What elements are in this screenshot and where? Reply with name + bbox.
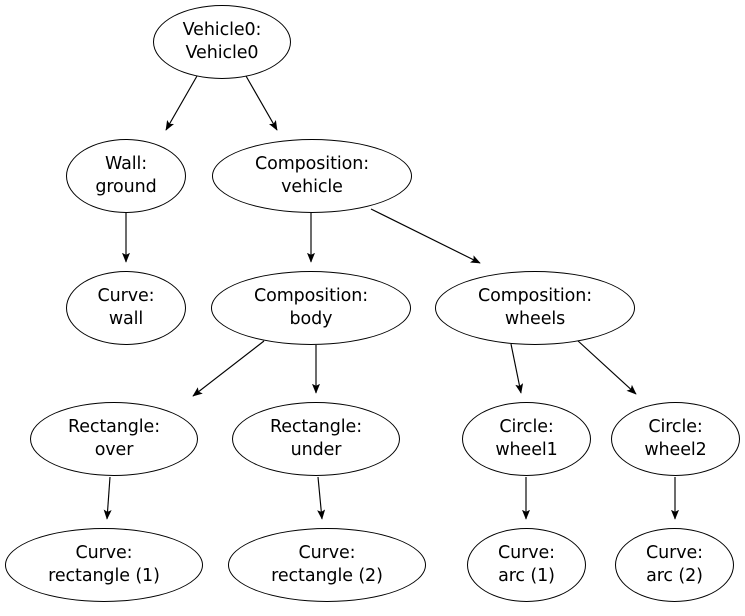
node-label-type: Rectangle:	[67, 417, 161, 438]
graph-node-composition-body[interactable]: Composition:body	[211, 271, 411, 345]
graph-node-composition-vehicle[interactable]: Composition:vehicle	[212, 139, 412, 213]
graph-edge-composition-body-to-rectangle-over	[192, 340, 265, 397]
node-label-type: Composition:	[254, 286, 368, 307]
graph-node-curve-rectangle-1[interactable]: Curve:rectangle (1)	[5, 528, 203, 602]
node-label-type: Circle:	[499, 417, 554, 438]
node-label-name: over	[94, 440, 134, 460]
graph-node-rectangle-over[interactable]: Rectangle:over	[30, 402, 198, 476]
graph-edge-composition-wheels-to-circle-wheel2	[576, 339, 637, 395]
node-label-name: Vehicle0	[185, 43, 259, 63]
graph-edge-composition-wheels-to-circle-wheel1	[510, 343, 524, 394]
node-label-name: arc (1)	[498, 566, 555, 586]
graph-node-curve-arc-2[interactable]: Curve:arc (2)	[615, 528, 734, 602]
node-label-type: Curve:	[298, 543, 356, 564]
graph-node-rectangle-under[interactable]: Rectangle:under	[232, 402, 400, 476]
node-label-type: Curve:	[498, 543, 555, 564]
graph-edge-vehicle0-to-composition-vehicle	[245, 75, 278, 131]
node-label-name: ground	[95, 177, 157, 197]
node-label-type: Curve:	[646, 543, 703, 564]
node-label-name: wheels	[504, 309, 566, 329]
graph-edge-rectangle-over-to-curve-rectangle-1	[103, 476, 112, 520]
graph-edge-rectangle-under-to-curve-rectangle-2	[317, 476, 326, 520]
graph-node-curve-wall[interactable]: Curve:wall	[66, 271, 186, 345]
graph-node-vehicle0[interactable]: Vehicle0:Vehicle0	[153, 5, 291, 79]
node-label-type: Wall:	[104, 154, 148, 175]
node-label-type: Curve:	[75, 543, 133, 564]
node-label-name: arc (2)	[646, 566, 703, 586]
graph-node-composition-wheels[interactable]: Composition:wheels	[435, 271, 635, 345]
node-label-type: Rectangle:	[269, 417, 363, 438]
node-label-type: Curve:	[97, 286, 155, 307]
node-label-type: Vehicle0:	[182, 20, 262, 41]
graph-node-circle-wheel2[interactable]: Circle:wheel2	[611, 402, 740, 476]
graph-node-circle-wheel1[interactable]: Circle:wheel1	[462, 402, 591, 476]
graph-node-curve-arc-1[interactable]: Curve:arc (1)	[467, 528, 586, 602]
node-label-name: vehicle	[281, 177, 343, 197]
node-label-type: Composition:	[478, 286, 592, 307]
node-label-name: rectangle (2)	[271, 566, 383, 586]
node-label-name: body	[289, 309, 333, 329]
node-label-name: rectangle (1)	[48, 566, 160, 586]
edge-group	[103, 75, 679, 520]
graph-edge-composition-vehicle-to-composition-wheels	[370, 208, 481, 264]
graph-node-curve-rectangle-2[interactable]: Curve:rectangle (2)	[228, 528, 426, 602]
node-label-type: Circle:	[648, 417, 703, 438]
node-label-name: wheel2	[644, 440, 707, 460]
node-label-type: Composition:	[255, 154, 369, 175]
node-label-name: wheel1	[495, 440, 558, 460]
node-label-name: wall	[108, 309, 144, 329]
graph-edge-vehicle0-to-wall-ground	[165, 75, 198, 131]
node-label-name: under	[290, 440, 342, 460]
graph-node-wall-ground[interactable]: Wall:ground	[66, 139, 186, 213]
